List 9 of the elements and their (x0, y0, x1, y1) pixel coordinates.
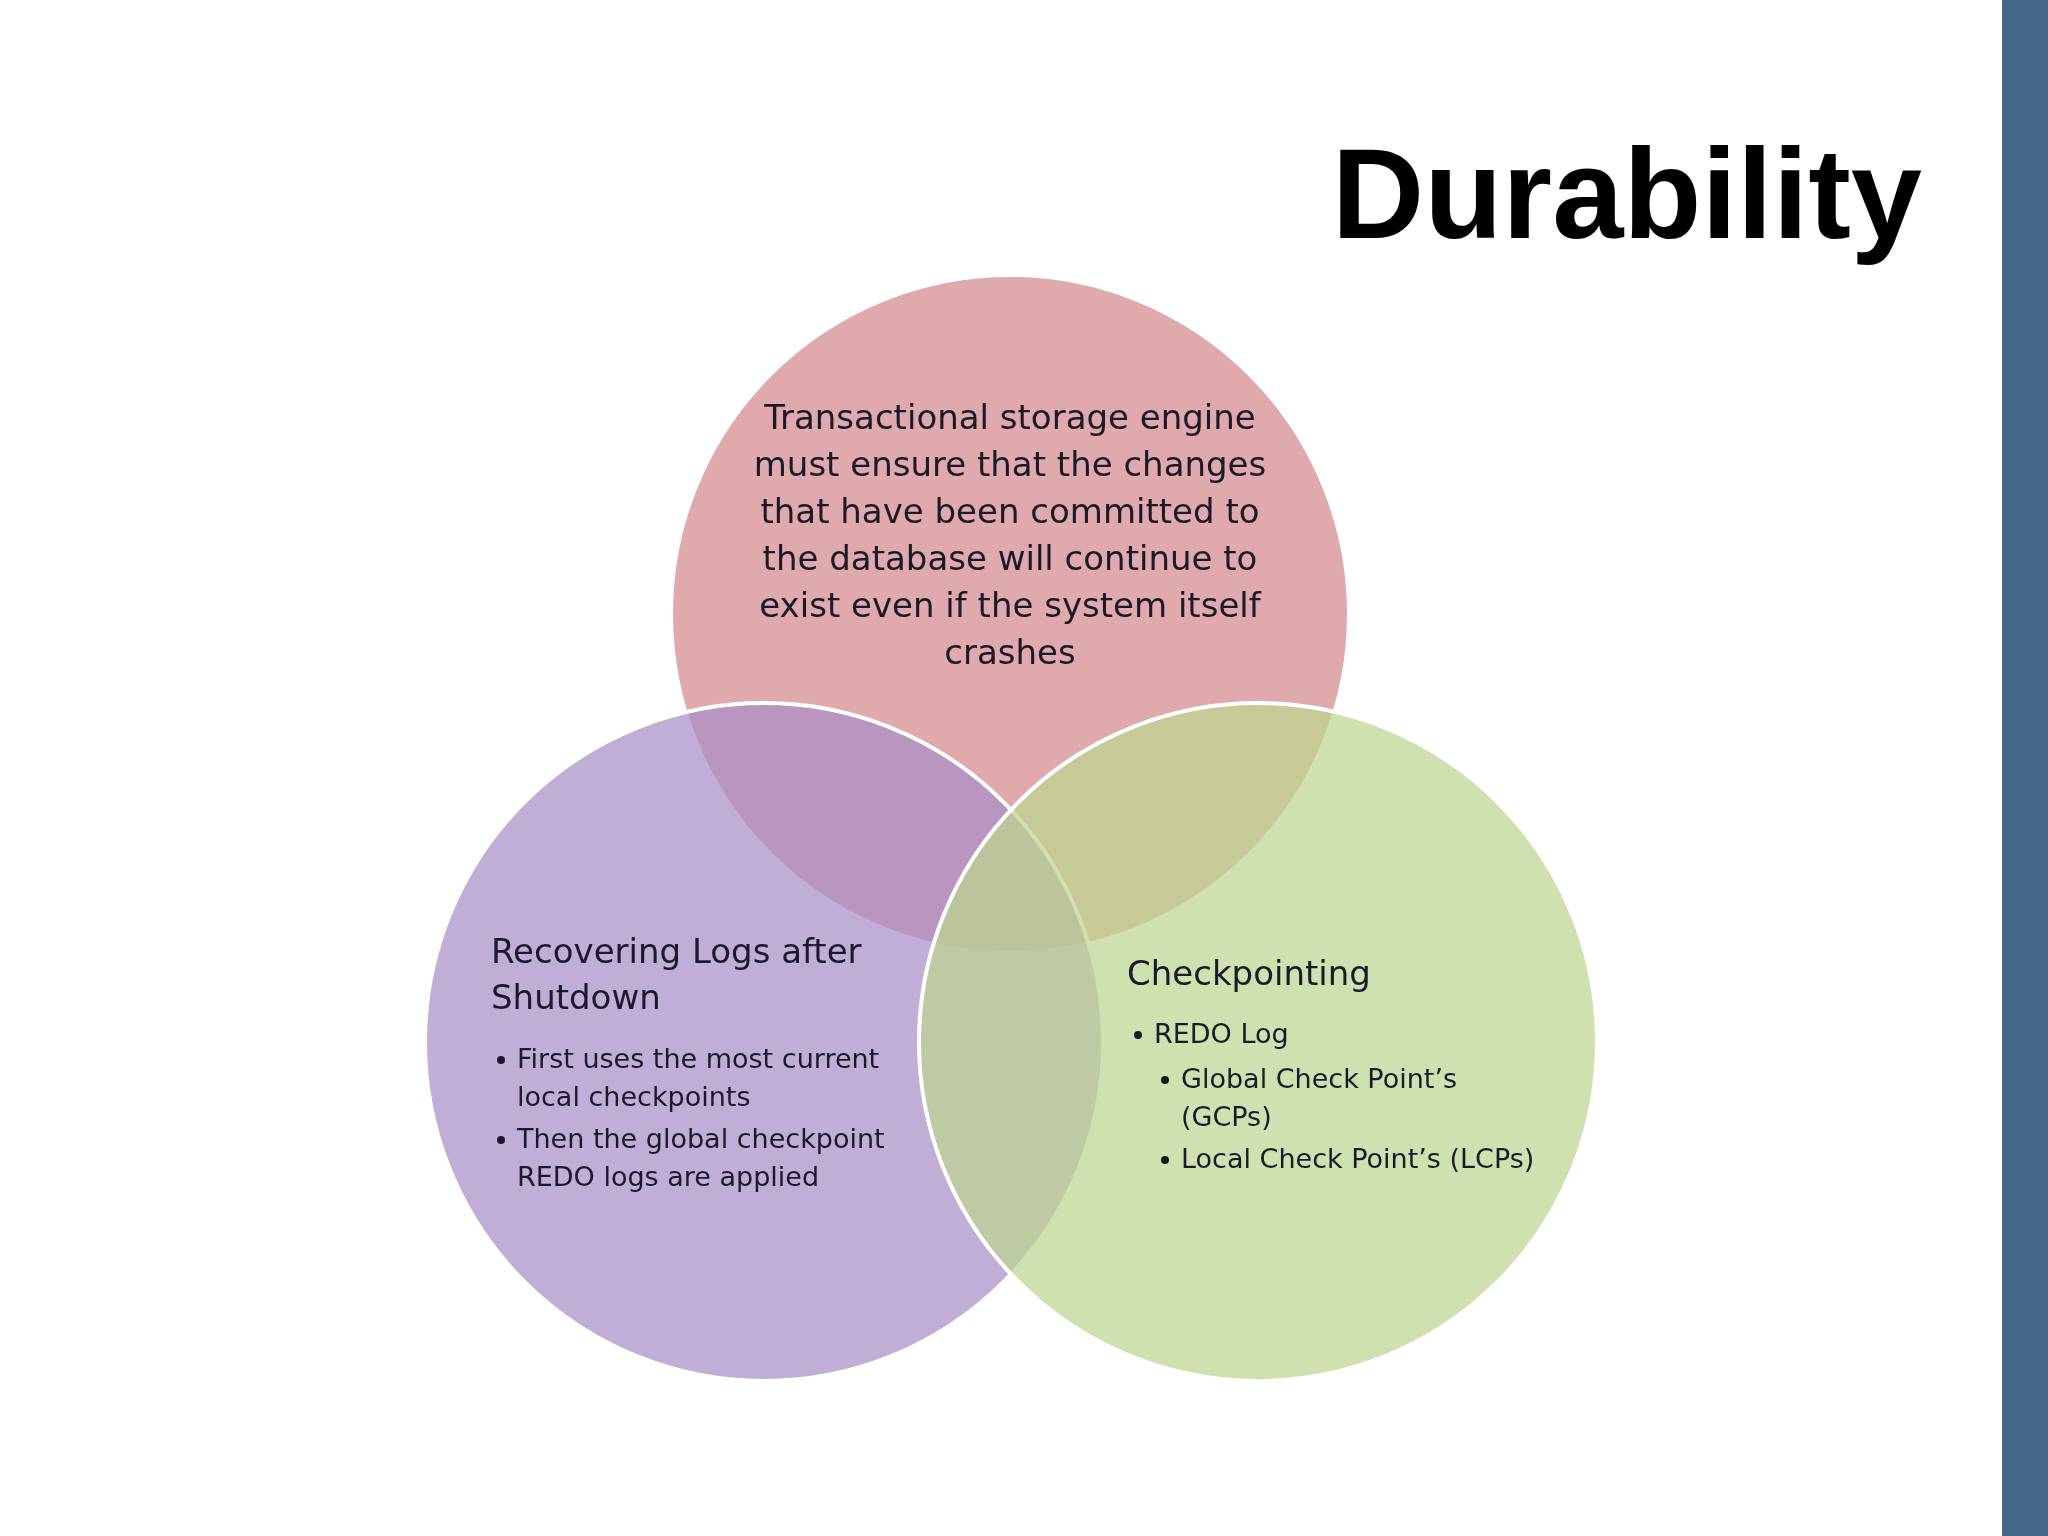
bullet-text: REDO Log (1154, 1017, 1290, 1051)
circle-text: Transactional storage engine must ensure that the changes that have been committed to the database will continue to exist even if the system itself crashes (752, 396, 1268, 674)
bullet-text: First uses the most current local checkpoints (517, 1042, 881, 1114)
bullet-text: Then the global checkpoint REDO logs are applied (517, 1122, 886, 1194)
bullet-text: Global Check Point’s (GCPs) (1181, 1062, 1459, 1134)
circle-heading: Checkpointing (1127, 952, 1372, 995)
bullet-text: Local Check Point’s (LCPs) (1181, 1142, 1536, 1176)
title: Durability (1331, 121, 1922, 267)
circle-heading: Recovering Logs after Shutdown (491, 930, 863, 1019)
